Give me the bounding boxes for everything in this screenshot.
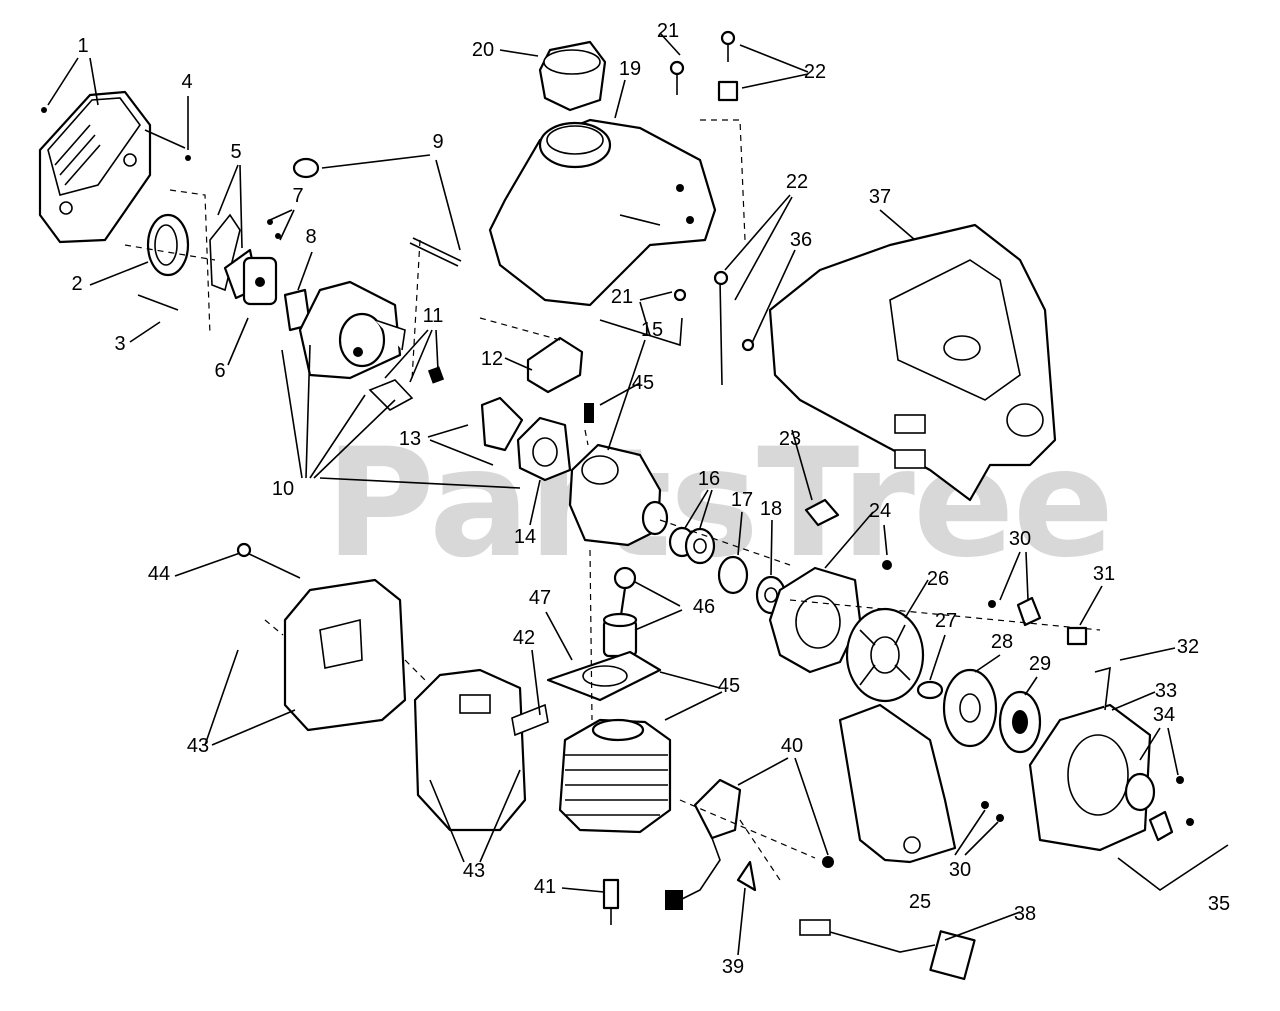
part-ignition-module	[602, 778, 834, 925]
part-pawls-30-31	[981, 596, 1088, 822]
callout-c3: 3	[114, 333, 125, 355]
part-housing-bracket	[838, 703, 957, 864]
callout-c18: 18	[760, 498, 782, 520]
part-air-filter-cover	[38, 90, 152, 244]
callout-c33: 33	[1155, 680, 1177, 702]
callout-c38: 38	[1014, 903, 1036, 925]
part-primer	[292, 157, 462, 267]
callout-c9: 9	[432, 131, 443, 153]
part-12	[526, 336, 584, 394]
callout-c22b: 22	[786, 171, 808, 193]
callout-c10: 10	[272, 478, 294, 500]
callout-c15: 15	[641, 319, 663, 341]
callout-c5: 5	[230, 141, 241, 163]
callout-c30b: 30	[949, 859, 971, 881]
callout-c26: 26	[927, 568, 949, 590]
callout-c40: 40	[781, 735, 803, 757]
callout-c25: 25	[909, 891, 931, 913]
callout-c44: 44	[148, 563, 170, 585]
part-fuel-cap	[538, 40, 607, 112]
part-piston-rod	[584, 403, 638, 658]
callout-c45a: 45	[632, 372, 654, 394]
callout-c2: 2	[71, 273, 82, 295]
callout-c21b: 21	[611, 286, 633, 308]
callout-c21a: 21	[657, 20, 679, 42]
callout-c6: 6	[214, 360, 225, 382]
part-cylinder-gasket	[546, 650, 662, 702]
part-starter-pulley	[916, 668, 1042, 754]
callout-c30a: 30	[1009, 528, 1031, 550]
callout-c31: 31	[1093, 563, 1115, 585]
part-carb-plates	[209, 213, 312, 332]
callout-c22a: 22	[804, 61, 826, 83]
callout-c14: 14	[514, 526, 536, 548]
callout-c27: 27	[935, 610, 957, 632]
callout-c19: 19	[619, 58, 641, 80]
part-recoil-starter	[1028, 666, 1194, 852]
part-engine-shroud	[768, 223, 1057, 502]
callout-c16: 16	[698, 468, 720, 490]
callout-c8: 8	[305, 226, 316, 248]
part-filter-ring	[146, 213, 190, 277]
part-muffler-cover	[236, 542, 407, 732]
callout-c47: 47	[529, 587, 551, 609]
part-fuel-tank	[488, 118, 717, 307]
callout-c7: 7	[292, 185, 303, 207]
callout-c43b: 43	[463, 860, 485, 882]
leader-lines	[47, 32, 1229, 956]
callout-c39: 39	[722, 956, 744, 978]
callout-c28: 28	[991, 631, 1013, 653]
part-fuel-line-fittings	[599, 30, 755, 386]
part-ignition-plate	[768, 498, 892, 674]
part-flywheel	[845, 607, 925, 703]
callout-c23: 23	[779, 428, 801, 450]
callout-c24: 24	[869, 500, 891, 522]
callout-c37: 37	[869, 186, 891, 208]
part-screws-3-4	[137, 129, 191, 311]
part-ground-wire	[799, 919, 976, 981]
callout-c35: 35	[1208, 893, 1230, 915]
callout-c42: 42	[513, 627, 535, 649]
callout-c36: 36	[790, 229, 812, 251]
callout-c45b: 45	[718, 675, 740, 697]
callout-c13: 13	[399, 428, 421, 450]
callout-c12: 12	[481, 348, 503, 370]
callout-c1: 1	[77, 35, 88, 57]
callout-c20: 20	[472, 39, 494, 61]
callout-c4: 4	[181, 71, 192, 93]
callout-c34: 34	[1153, 704, 1175, 726]
part-gasket-10-11	[368, 366, 445, 411]
part-muffler	[413, 668, 549, 832]
guide-lines	[124, 119, 1101, 881]
callout-c32: 32	[1177, 636, 1199, 658]
part-cylinder	[558, 718, 672, 834]
callout-c41: 41	[534, 876, 556, 898]
part-crankcase	[568, 443, 669, 547]
callout-c17: 17	[731, 489, 753, 511]
part-carburetor-body	[298, 280, 406, 380]
callout-c43a: 43	[187, 735, 209, 757]
callout-c11: 11	[423, 305, 444, 327]
callout-c29: 29	[1029, 653, 1051, 675]
part-intake-13-14	[480, 396, 572, 482]
callout-c46: 46	[693, 596, 715, 618]
